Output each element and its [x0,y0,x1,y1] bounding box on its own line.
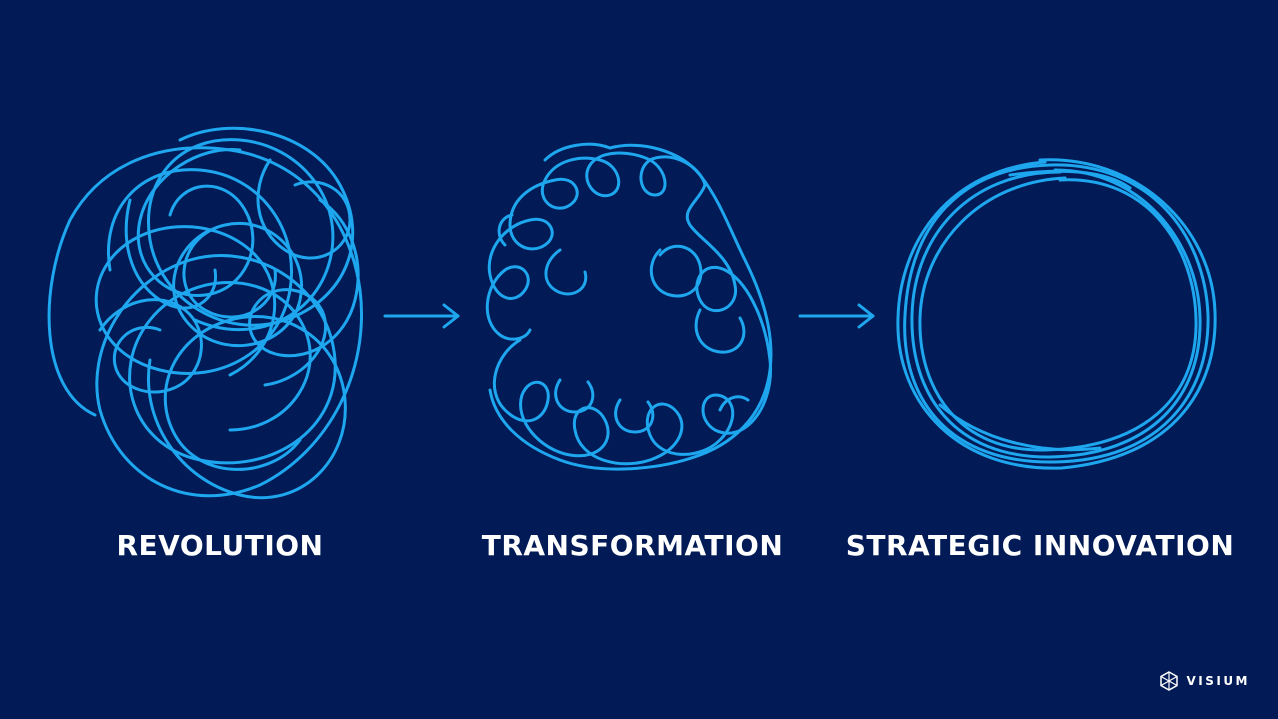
strategic-innovation-circle [896,158,1217,470]
transformation-scribble [485,142,773,471]
arrow-2-icon [798,303,875,329]
stage-label-revolution: REVOLUTION [116,529,324,562]
stage-label-transformation: TRANSFORMATION [481,529,784,562]
brand-logo: VISIUM [1159,671,1250,691]
visium-logo-icon [1159,671,1179,691]
stage-label-strategic-innovation: STRATEGIC INNOVATION [845,529,1235,562]
revolution-scribble [47,126,363,500]
brand-name: VISIUM [1186,674,1250,688]
arrow-1-icon [383,303,460,329]
